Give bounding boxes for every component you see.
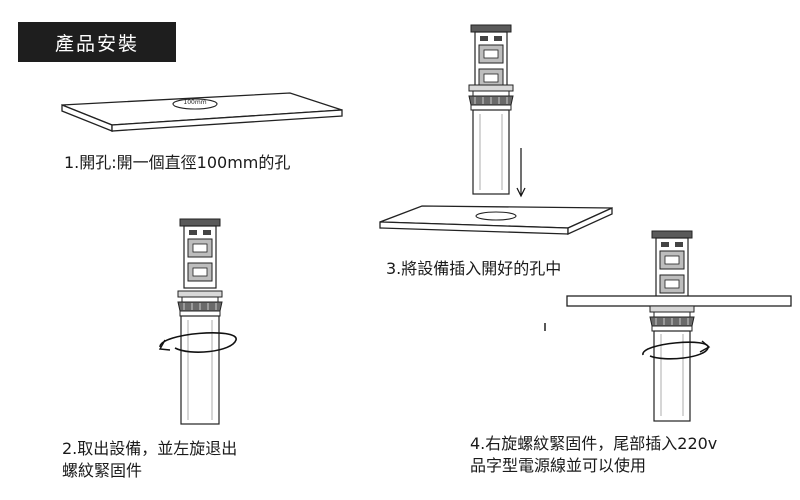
step1-caption: 1.開孔:開一個直徑100mm的孔 — [64, 153, 291, 172]
hole-size-label: 100mm — [183, 99, 206, 106]
section-title: 產品安裝 — [54, 32, 139, 55]
rotate-left-arrow — [159, 332, 237, 353]
step2-caption: 2.取出設備，並左旋退出 螺紋緊固件 — [62, 438, 237, 482]
step2-caption-line1: 2.取出設備，並左旋退出 — [62, 439, 238, 458]
step3-caption: 3.將設備插入開好的孔中 — [386, 259, 562, 278]
step2-illustration — [158, 218, 237, 425]
step4-caption-line1: 4.右旋螺紋緊固件，尾部插入220v — [470, 434, 718, 453]
step4-caption: 4.右旋螺紋緊固件，尾部插入220v 品字型電源線並可以使用 — [470, 433, 717, 477]
step1-illustration: 100mm — [61, 92, 343, 132]
step3-illustration — [379, 24, 613, 236]
section-title-badge: 產品安裝 — [18, 22, 176, 62]
step4-caption-line2: 品字型電源線並可以使用 — [470, 456, 647, 475]
hole-outline — [172, 98, 218, 110]
step2-caption-line2: 螺紋緊固件 — [62, 461, 143, 480]
step4-illustration — [544, 230, 792, 422]
